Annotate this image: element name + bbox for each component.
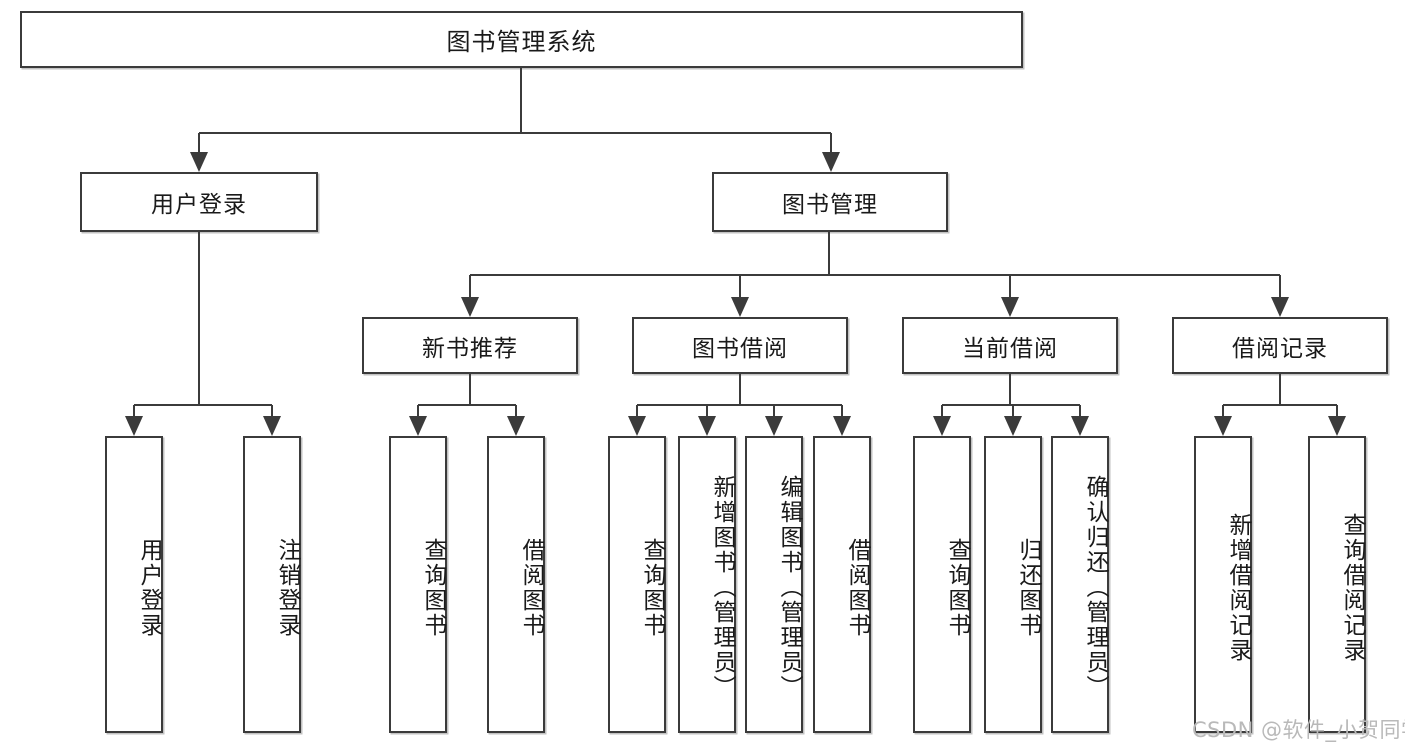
connector-bookmanage-stem [828,232,830,275]
connector-bm-drop-2 [1009,275,1011,297]
node-leaf-edit-book[interactable]: 编辑图书（管理员） [745,436,803,733]
arrow-bookmanage-to-book-borrow [731,297,749,317]
connector-group-drop-user-login-1 [271,405,273,416]
arrow-current-borrow-child-2 [1071,416,1089,436]
node-leaf-query-record-label: 查询借阅记录 [1339,512,1365,663]
node-leaf-query-book-2[interactable]: 查询图书 [608,436,666,733]
connector-group-stem-new-book-rec [469,374,471,405]
arrow-bookmanage-to-new-book-rec [461,297,479,317]
arrow-root-to-level1-1 [822,152,840,172]
node-leaf-borrow-book-1[interactable]: 借阅图书 [487,436,545,733]
connector-group-drop-new-book-rec-1 [515,405,517,416]
watermark-text: CSDN @软件_小贺同学 [1192,718,1405,742]
arrow-new-book-rec-child-1 [507,416,525,436]
arrow-book-borrow-child-2 [765,416,783,436]
connector-group-bus-new-book-rec [418,404,516,406]
arrow-root-to-level1-0 [190,152,208,172]
connector-group-drop-user-login-0 [133,405,135,416]
connector-group-bus-current-borrow [942,404,1080,406]
connector-bm-drop-0 [469,275,471,297]
node-leaf-query-book-3-label: 查询图书 [944,537,970,638]
node-current-borrow[interactable]: 当前借阅 [902,317,1118,374]
node-leaf-return-book-label: 归还图书 [1015,537,1041,638]
arrow-new-book-rec-child-0 [409,416,427,436]
connector-group-drop-current-borrow-0 [941,405,943,416]
node-book-borrow[interactable]: 图书借阅 [632,317,848,374]
node-leaf-logout-label: 注销登录 [274,537,300,638]
connector-group-drop-borrow-record-0 [1222,405,1224,416]
node-leaf-edit-book-label: 编辑图书（管理员） [776,475,802,700]
connector-root-stem [520,68,522,133]
node-leaf-add-record-label: 新增借阅记录 [1225,512,1251,663]
node-leaf-query-book-1[interactable]: 查询图书 [389,436,447,733]
connector-group-drop-current-borrow-1 [1012,405,1014,416]
node-leaf-user-login-label: 用户登录 [136,537,162,638]
node-book-manage[interactable]: 图书管理 [712,172,948,232]
connector-group-drop-book-borrow-1 [706,405,708,416]
connector-group-drop-borrow-record-1 [1336,405,1338,416]
node-leaf-return-book[interactable]: 归还图书 [984,436,1042,733]
connector-bm-drop-1 [739,275,741,297]
node-root-label: 图书管理系统 [446,28,597,56]
node-book-manage-label: 图书管理 [782,192,878,218]
connector-group-drop-new-book-rec-0 [417,405,419,416]
node-borrow-record-label: 借阅记录 [1232,335,1328,362]
connector-bookmanage-bus [470,274,1280,276]
connector-group-stem-book-borrow [739,374,741,405]
connector-group-drop-book-borrow-3 [841,405,843,416]
connector-group-stem-current-borrow [1009,374,1011,405]
arrow-book-borrow-child-3 [833,416,851,436]
connector-bm-drop-3 [1279,275,1281,297]
connector-group-bus-borrow-record [1223,404,1337,406]
arrow-user-login-child-1 [263,416,281,436]
node-leaf-logout[interactable]: 注销登录 [243,436,301,733]
node-leaf-confirm-return-label: 确认归还（管理员） [1082,475,1108,700]
node-leaf-add-book[interactable]: 新增图书（管理员） [678,436,736,733]
arrow-borrow-record-child-0 [1214,416,1232,436]
arrow-borrow-record-child-1 [1328,416,1346,436]
arrow-bookmanage-to-current-borrow [1001,297,1019,317]
node-root[interactable]: 图书管理系统 [20,11,1023,68]
connector-group-drop-book-borrow-2 [773,405,775,416]
node-user-login-label: 用户登录 [151,192,247,218]
node-user-login[interactable]: 用户登录 [80,172,318,232]
node-leaf-add-record[interactable]: 新增借阅记录 [1194,436,1252,733]
node-leaf-borrow-book-2-label: 借阅图书 [844,537,870,638]
arrow-book-borrow-child-0 [628,416,646,436]
node-leaf-query-book-2-label: 查询图书 [639,537,665,638]
connector-root-drop-0 [198,133,200,152]
node-leaf-user-login[interactable]: 用户登录 [105,436,163,733]
connector-root-drop-1 [830,133,832,152]
arrow-current-borrow-child-0 [933,416,951,436]
node-leaf-borrow-book-2[interactable]: 借阅图书 [813,436,871,733]
connector-group-drop-current-borrow-2 [1079,405,1081,416]
connector-root-bus [199,132,831,134]
node-leaf-confirm-return[interactable]: 确认归还（管理员） [1051,436,1109,733]
node-leaf-query-book-1-label: 查询图书 [420,537,446,638]
arrow-book-borrow-child-1 [698,416,716,436]
connector-group-stem-borrow-record [1279,374,1281,405]
arrow-bookmanage-to-borrow-record [1271,297,1289,317]
arrow-user-login-child-0 [125,416,143,436]
node-leaf-query-book-3[interactable]: 查询图书 [913,436,971,733]
node-leaf-borrow-book-1-label: 借阅图书 [518,537,544,638]
connector-group-stem-user-login [198,232,200,405]
node-borrow-record[interactable]: 借阅记录 [1172,317,1388,374]
node-book-borrow-label: 图书借阅 [692,335,788,362]
node-current-borrow-label: 当前借阅 [962,335,1058,362]
node-new-book-rec-label: 新书推荐 [422,335,518,362]
connector-group-drop-book-borrow-0 [636,405,638,416]
connector-group-bus-user-login [134,404,272,406]
node-new-book-rec[interactable]: 新书推荐 [362,317,578,374]
node-leaf-query-record[interactable]: 查询借阅记录 [1308,436,1366,733]
node-leaf-add-book-label: 新增图书（管理员） [709,475,735,700]
arrow-current-borrow-child-1 [1004,416,1022,436]
connector-group-bus-book-borrow [637,404,842,406]
